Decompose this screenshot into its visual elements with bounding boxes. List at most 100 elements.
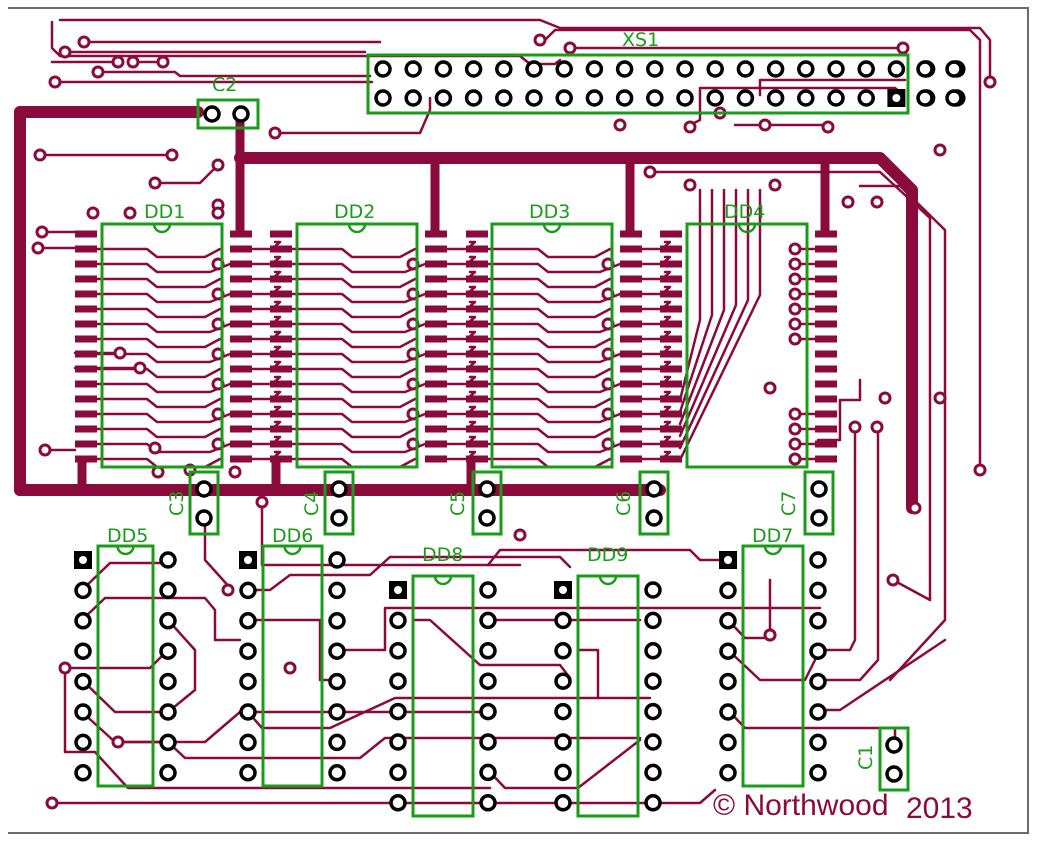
round-pad — [328, 672, 346, 691]
round-pad — [719, 733, 737, 752]
round-pad — [159, 764, 177, 782]
smd-pad — [270, 305, 292, 313]
round-pad — [554, 794, 572, 812]
round-pad — [74, 642, 92, 660]
round-pad — [554, 642, 572, 660]
smd-pad — [270, 410, 292, 418]
via — [58, 661, 72, 675]
smd-pad — [815, 380, 837, 388]
pad-hole — [559, 586, 567, 594]
via — [123, 206, 137, 220]
via — [533, 33, 547, 47]
label-xs1: XS1 — [622, 29, 659, 51]
label-c2: C2 — [212, 74, 237, 96]
copper-trace — [95, 412, 232, 424]
component-outline — [411, 574, 475, 818]
via — [35, 225, 49, 239]
round-pad — [374, 60, 392, 78]
via — [86, 206, 100, 220]
smd-pad — [620, 455, 642, 463]
smd-pad — [815, 230, 837, 238]
round-pad — [159, 551, 177, 569]
round-pad — [389, 672, 407, 690]
copper-trace — [95, 367, 222, 379]
smd-pad — [230, 335, 252, 343]
smd-pad — [270, 350, 292, 358]
via — [148, 441, 162, 455]
smd-pad — [75, 230, 97, 238]
via — [788, 452, 802, 466]
smd-pad — [75, 305, 97, 313]
round-pad — [719, 764, 737, 782]
round-pad — [706, 89, 724, 107]
via — [48, 75, 62, 89]
copper-trace — [246, 696, 652, 730]
round-pad — [74, 581, 92, 600]
smd-pad — [75, 275, 97, 283]
round-pad — [328, 703, 346, 721]
smd-pad — [75, 335, 97, 343]
smd-pad — [270, 440, 292, 448]
round-pad — [945, 60, 963, 78]
board-frame — [8, 7, 1029, 834]
smd-pad — [815, 245, 837, 253]
smd-pad — [75, 455, 97, 463]
smd-pad — [466, 350, 488, 358]
smd-pad — [815, 305, 837, 313]
round-pad — [374, 89, 392, 107]
copper-trace — [290, 382, 427, 394]
smd-pad — [815, 290, 837, 298]
label-dd3: DD3 — [529, 201, 570, 223]
smd-pad — [425, 440, 447, 448]
smd-pad — [75, 245, 97, 253]
round-pad — [195, 480, 213, 498]
round-pad — [159, 703, 177, 721]
round-pad — [885, 736, 903, 754]
smd-pad — [660, 440, 682, 448]
round-pad — [525, 60, 543, 78]
via — [156, 55, 170, 69]
label-dd4: DD4 — [724, 201, 765, 223]
copper-trace — [80, 678, 170, 714]
round-pad — [389, 642, 407, 660]
pin1-notch — [116, 545, 135, 556]
silkscreen-outlines — [96, 53, 910, 818]
round-pad — [585, 60, 604, 78]
via — [878, 391, 892, 405]
smd-pad — [270, 365, 292, 373]
round-pad — [464, 60, 483, 78]
via — [45, 796, 59, 810]
round-pad — [827, 60, 845, 78]
component-outline — [196, 98, 260, 130]
round-pad — [706, 60, 724, 78]
via — [821, 120, 835, 134]
smd-pad — [270, 320, 292, 328]
copper-trace — [290, 397, 417, 409]
copper-trace — [486, 367, 612, 379]
via — [870, 195, 884, 209]
pin1-notch — [347, 223, 367, 234]
round-pad — [389, 733, 407, 751]
smd-pad — [230, 410, 252, 418]
round-pad — [389, 611, 407, 630]
copyright-text: © Northwood — [713, 789, 889, 822]
pin1-notch — [763, 545, 783, 556]
via — [788, 242, 802, 256]
round-pad — [554, 733, 572, 751]
smd-pad — [466, 410, 488, 418]
via — [113, 346, 127, 360]
round-pad — [328, 551, 346, 569]
via — [111, 735, 125, 749]
round-pad — [719, 672, 737, 691]
copper-trace — [166, 618, 197, 714]
round-pad — [464, 89, 483, 107]
smd-pad — [425, 350, 447, 358]
pin1-notch — [737, 223, 757, 234]
smd-pad — [230, 455, 252, 463]
round-pad — [434, 60, 453, 78]
smd-pad — [425, 365, 447, 373]
smd-pad — [815, 410, 837, 418]
smd-pad — [620, 365, 642, 373]
round-pad — [555, 60, 573, 78]
smd-pad — [466, 395, 488, 403]
